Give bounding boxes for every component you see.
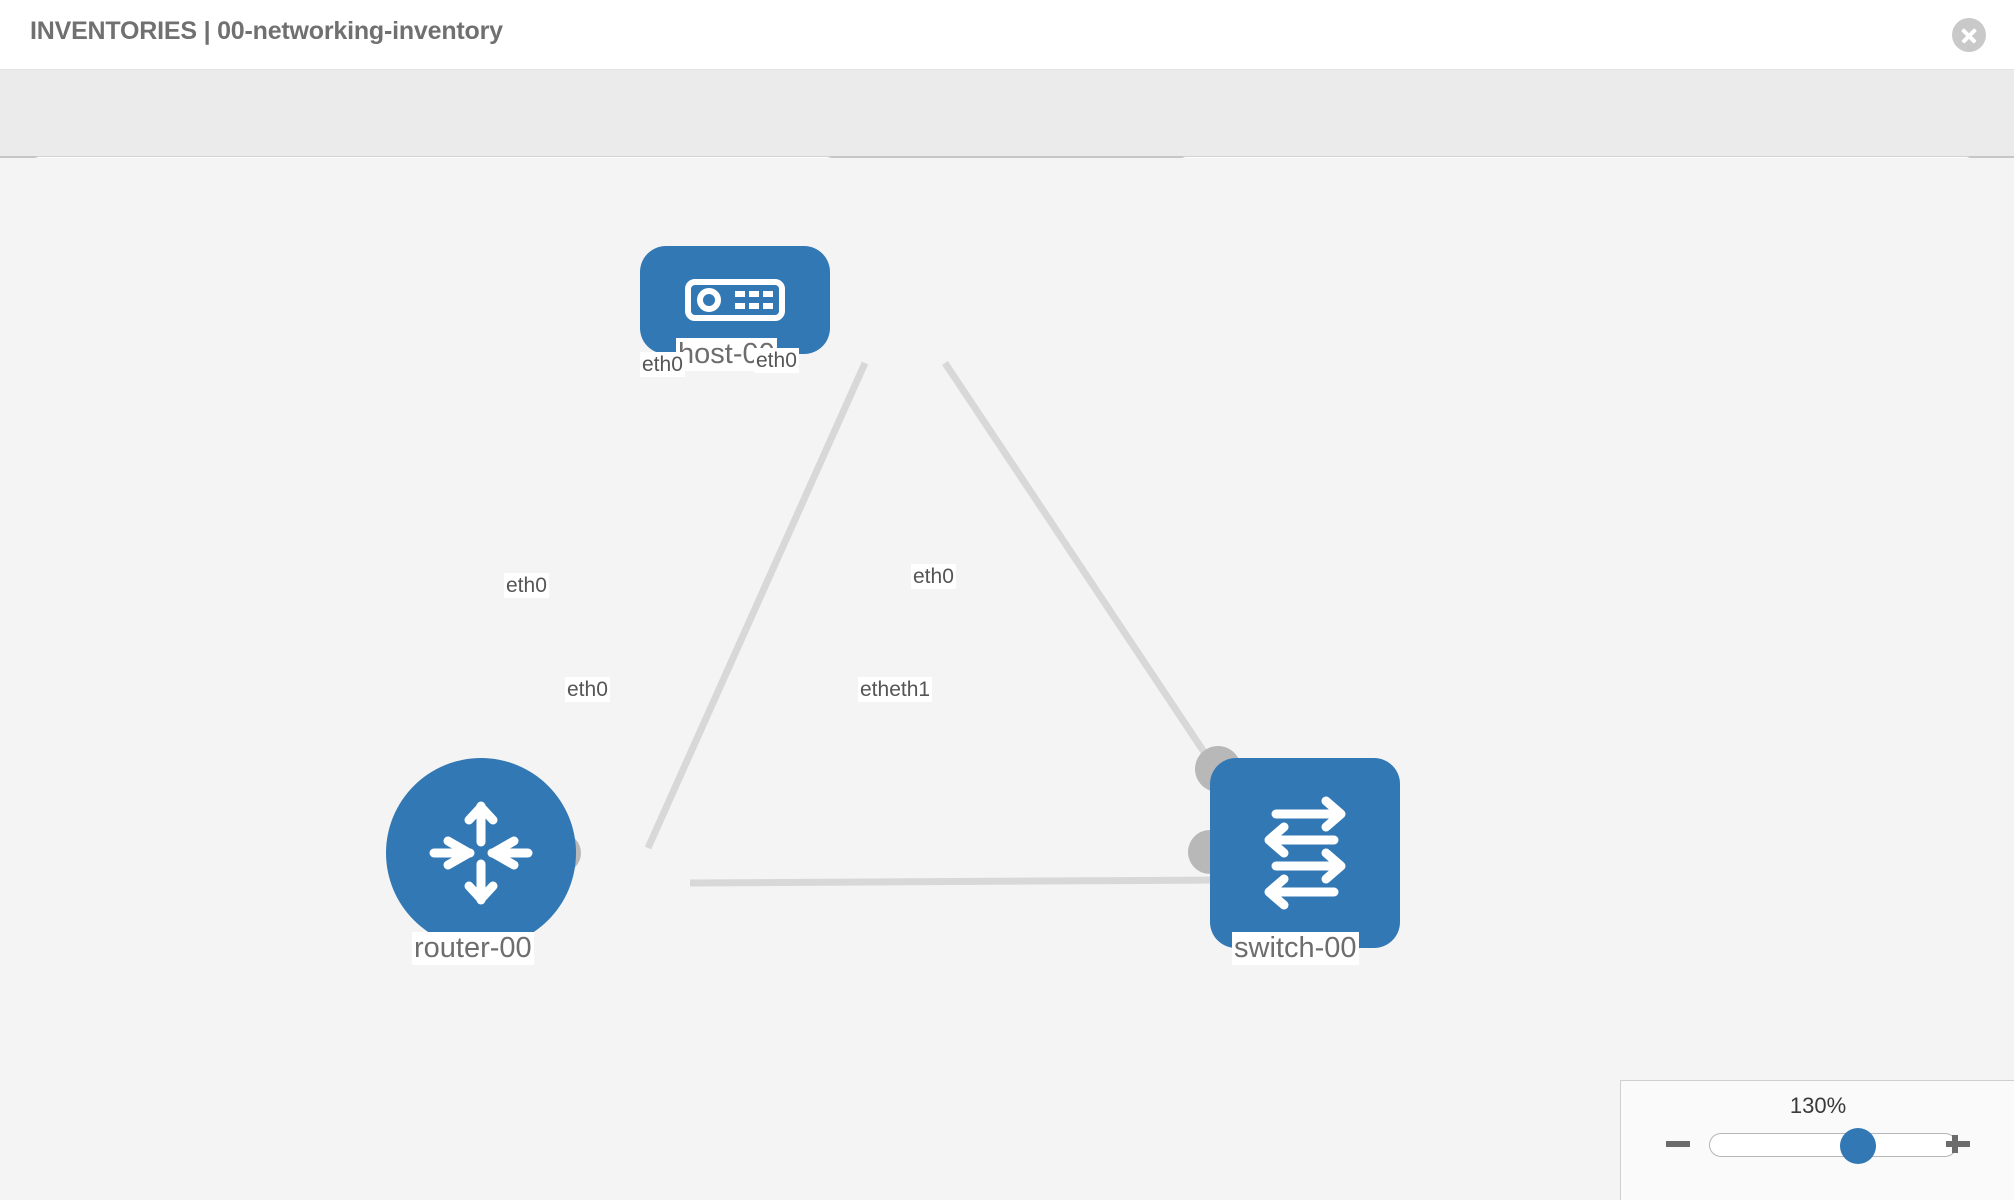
node-router-00[interactable]: router-00 xyxy=(386,758,581,966)
page-header: INVENTORIES | 00-networking-inventory xyxy=(0,0,2014,70)
interface-label-host-left: eth0 xyxy=(640,352,685,378)
interface-label-host-right: eth0 xyxy=(754,348,799,374)
server-icon xyxy=(685,279,785,321)
zoom-percent-label: 130% xyxy=(1789,1093,1847,1118)
interface-label-router-up: eth0 xyxy=(504,573,549,599)
interface-label-router-right: eth0 xyxy=(565,677,610,703)
switch-node-shape[interactable] xyxy=(1210,758,1400,948)
zoom-slider[interactable] xyxy=(1709,1128,1957,1164)
node-label-router-00: router-00 xyxy=(412,932,534,966)
zoom-slider-thumb[interactable] xyxy=(1839,1128,1876,1164)
close-icon[interactable] xyxy=(1952,18,1986,52)
toolbar: ACTIONS SEARCH xyxy=(0,70,2014,211)
node-host-00[interactable]: host-00 xyxy=(640,246,830,372)
topology-canvas[interactable]: host-00 router-00 switch-00 xyxy=(0,158,2014,1200)
link-host-switch xyxy=(942,361,1231,790)
interface-label-switch-left: etheth1 xyxy=(858,677,933,703)
topology-links xyxy=(644,361,1231,887)
zoom-in-button[interactable] xyxy=(1943,1129,1973,1159)
interface-label-switch-up: eth0 xyxy=(911,564,956,590)
link-router-switch xyxy=(689,876,1223,887)
node-switch-00[interactable]: switch-00 xyxy=(1188,746,1400,966)
page-title: INVENTORIES | 00-networking-inventory xyxy=(30,17,503,45)
router-arrows-icon xyxy=(429,801,533,905)
host-node-shape[interactable] xyxy=(640,246,830,354)
node-label-switch-00: switch-00 xyxy=(1232,932,1359,966)
zoom-out-button[interactable] xyxy=(1663,1129,1693,1159)
zoom-control-panel: 130% xyxy=(1620,1080,2014,1200)
router-node-shape[interactable] xyxy=(386,758,576,948)
link-host-router xyxy=(644,361,869,850)
switch-arrows-icon xyxy=(1264,796,1346,910)
